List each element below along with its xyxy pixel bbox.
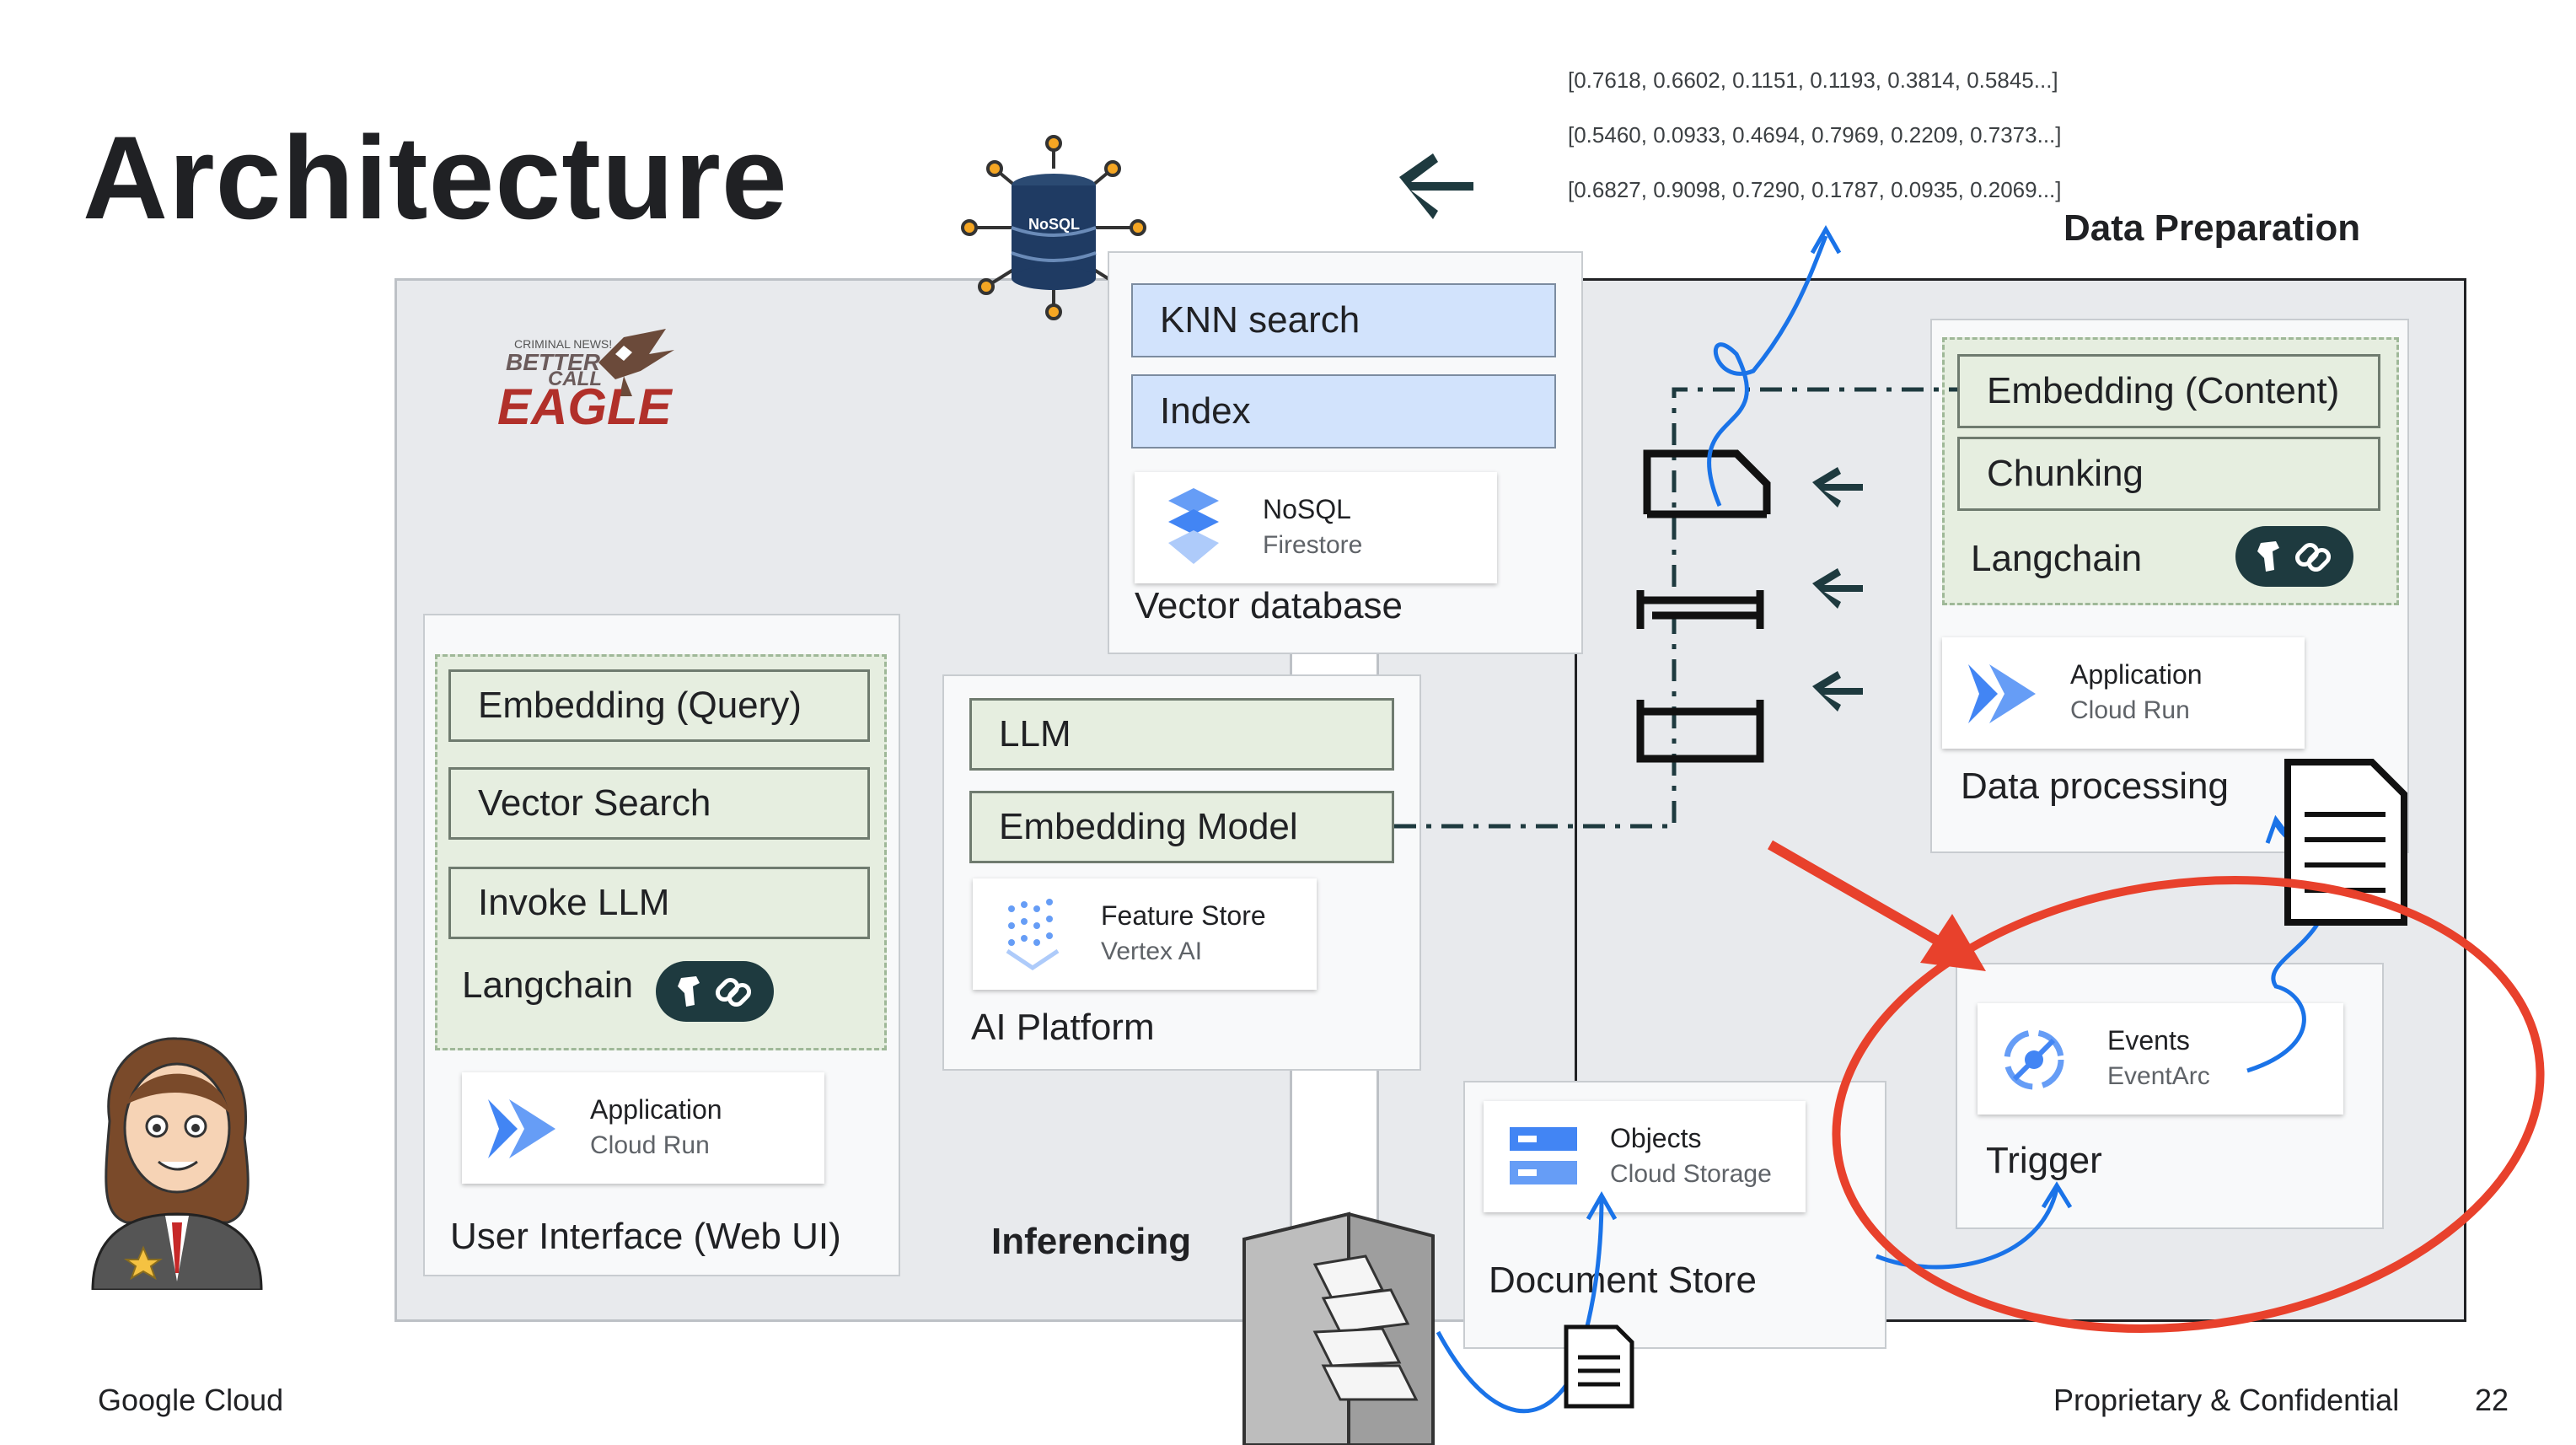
llm-chip: LLM bbox=[969, 698, 1394, 771]
langchain-icon bbox=[2257, 541, 2332, 572]
vector-row-2: [0.5460, 0.0933, 0.4694, 0.7969, 0.2209,… bbox=[1568, 122, 2062, 148]
ui-cloud-run-name: Application bbox=[590, 1094, 722, 1125]
eventarc-service: Events EventArc bbox=[1978, 1003, 2343, 1115]
nosql-database-icon: NoSQL bbox=[961, 135, 1146, 320]
ai-platform-label: AI Platform bbox=[971, 1007, 1155, 1048]
dp-langchain-badge bbox=[2235, 526, 2353, 587]
logo-call: CALL bbox=[548, 368, 602, 390]
embedding-content-chip: Embedding (Content) bbox=[1957, 354, 2380, 428]
feature-store-service: Feature Store Vertex AI bbox=[973, 878, 1317, 990]
eagle-logo: CRIMINAL NEWS! BETTER CALL EAGLE bbox=[497, 320, 683, 438]
knn-search-chip: KNN search bbox=[1131, 283, 1556, 357]
firestore-icon bbox=[1168, 488, 1219, 564]
slide-title: Architecture bbox=[83, 111, 788, 244]
vector-row-1: [0.7618, 0.6602, 0.1151, 0.1193, 0.3814,… bbox=[1568, 67, 2058, 93]
firestore-sub: Firestore bbox=[1263, 531, 1363, 559]
ui-cloud-run-service: Application Cloud Run bbox=[462, 1072, 824, 1184]
embedding-model-chip: Embedding Model bbox=[969, 791, 1394, 863]
logo-better: BETTER bbox=[506, 349, 600, 375]
vector-row-3: [0.6827, 0.9098, 0.7290, 0.1787, 0.0935,… bbox=[1568, 177, 2062, 202]
cloud-run-icon bbox=[488, 1099, 555, 1158]
inferencing-title: Inferencing bbox=[991, 1221, 1192, 1262]
data-processing-label: Data processing bbox=[1961, 765, 2229, 807]
ui-langchain-label: Langchain bbox=[462, 964, 634, 1006]
firestore-service: NoSQL Firestore bbox=[1135, 472, 1497, 583]
feature-store-name: Feature Store bbox=[1101, 900, 1266, 931]
dp-cloud-run-name: Application bbox=[2070, 659, 2203, 690]
vector-search-chip: Vector Search bbox=[448, 767, 870, 840]
document-store-label: Document Store bbox=[1489, 1260, 1757, 1301]
chunking-chip: Chunking bbox=[1957, 437, 2380, 511]
eagle-icon bbox=[598, 329, 674, 396]
eventarc-sub: EventArc bbox=[2107, 1062, 2210, 1090]
cloud-storage-name: Objects bbox=[1610, 1123, 1702, 1153]
cloud-storage-service: Objects Cloud Storage bbox=[1484, 1101, 1806, 1212]
arrow-icon bbox=[1399, 153, 1473, 219]
feature-store-sub: Vertex AI bbox=[1101, 937, 1203, 965]
langchain-icon bbox=[678, 976, 752, 1007]
page-number: 22 bbox=[2475, 1383, 2509, 1417]
cloud-run-icon bbox=[1968, 664, 2036, 723]
user-interface-label: User Interface (Web UI) bbox=[450, 1216, 841, 1257]
embedding-query-chip: Embedding (Query) bbox=[448, 669, 870, 742]
cloud-storage-icon bbox=[1510, 1127, 1577, 1184]
eventarc-icon bbox=[2004, 1029, 2064, 1090]
dp-cloud-run-sub: Cloud Run bbox=[2070, 696, 2190, 724]
detective-avatar bbox=[84, 1029, 270, 1290]
dp-langchain-label: Langchain bbox=[1971, 538, 2143, 579]
vector-database-label: Vector database bbox=[1135, 585, 1403, 626]
eventarc-name: Events bbox=[2107, 1025, 2190, 1056]
footer-brand: Google Cloud bbox=[98, 1383, 284, 1417]
logo-tagline: CRIMINAL NEWS! bbox=[514, 337, 613, 351]
dp-cloud-run-service: Application Cloud Run bbox=[1942, 637, 2305, 749]
trigger-label: Trigger bbox=[1986, 1140, 2102, 1181]
invoke-llm-chip: Invoke LLM bbox=[448, 867, 870, 939]
data-preparation-title: Data Preparation bbox=[2063, 207, 2361, 249]
ui-cloud-run-sub: Cloud Run bbox=[590, 1131, 710, 1159]
nosql-icon-label: NoSQL bbox=[1028, 216, 1080, 233]
index-chip: Index bbox=[1131, 374, 1556, 449]
firestore-name: NoSQL bbox=[1263, 494, 1351, 524]
ui-langchain-badge bbox=[656, 961, 774, 1022]
logo-eagle: EAGLE bbox=[497, 379, 672, 435]
footer-confidential: Proprietary & Confidential bbox=[2053, 1383, 2400, 1417]
cloud-storage-sub: Cloud Storage bbox=[1610, 1160, 1772, 1188]
vertex-ai-icon bbox=[1006, 899, 1060, 971]
